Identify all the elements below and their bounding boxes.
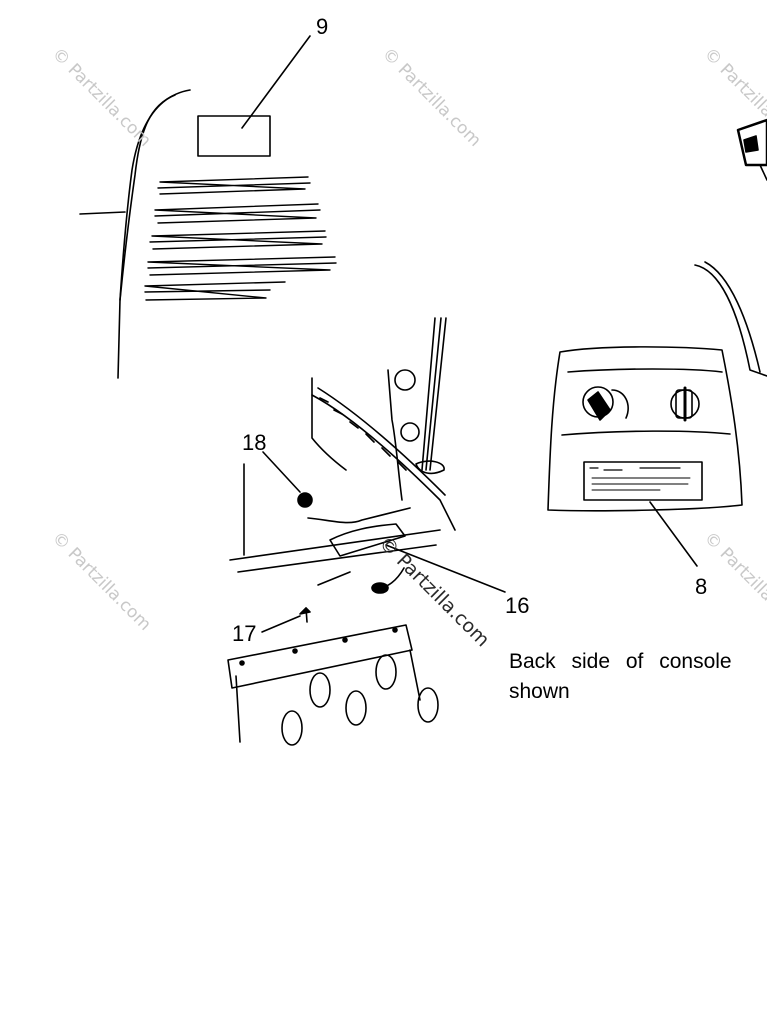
callout-18: 18 bbox=[242, 430, 267, 455]
skid-plate bbox=[227, 624, 439, 746]
decal-8 bbox=[583, 461, 703, 501]
leader-9 bbox=[241, 35, 311, 129]
callout-17: 17 bbox=[232, 621, 257, 646]
leader-18 bbox=[262, 451, 301, 493]
decal-stripes bbox=[144, 176, 337, 301]
decal-9 bbox=[197, 115, 271, 157]
leader-8 bbox=[649, 501, 698, 567]
decal-top-right bbox=[736, 118, 767, 181]
callout-16: 16 bbox=[505, 593, 530, 618]
caption-line-2: shown bbox=[509, 680, 570, 703]
caption-line-1: Back side of console bbox=[509, 650, 732, 673]
callout-9: 9 bbox=[316, 14, 329, 39]
caption: Back side of console shown bbox=[509, 647, 767, 707]
callout-8: 8 bbox=[695, 574, 708, 599]
hood-panel bbox=[79, 89, 191, 379]
frame-assembly bbox=[229, 317, 456, 623]
console bbox=[547, 261, 767, 512]
leader-16 bbox=[385, 544, 506, 593]
leader-17 bbox=[261, 615, 301, 633]
